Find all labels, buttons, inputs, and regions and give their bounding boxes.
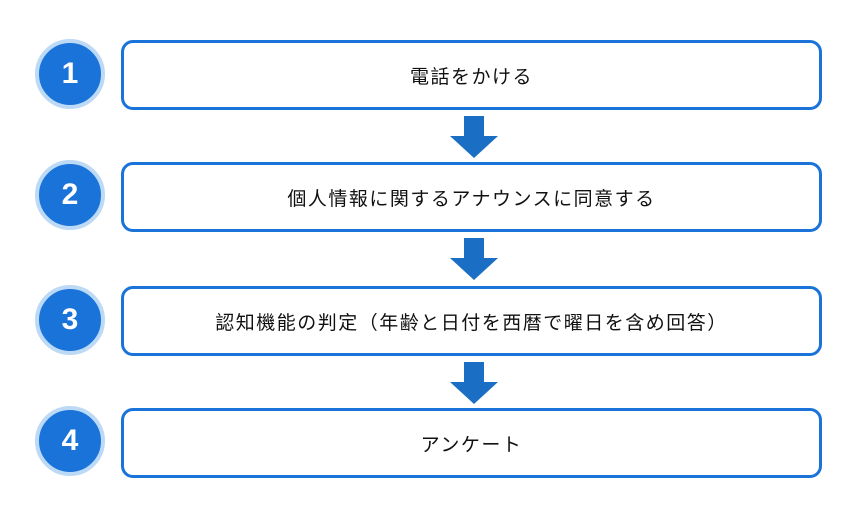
arrow-down-icon (450, 116, 498, 158)
arrow-down-icon (450, 362, 498, 404)
step-1-box: 電話をかける (121, 40, 822, 110)
step-2-label: 個人情報に関するアナウンスに同意する (287, 187, 656, 210)
step-3-box: 認知機能の判定（年齢と日付を西暦で曜日を含め回答） (121, 286, 822, 356)
step-4-number: 4 (61, 424, 79, 457)
step-4-badge: 4 (35, 406, 105, 476)
step-2-number: 2 (61, 178, 79, 211)
step-1-label: 電話をかける (409, 65, 533, 88)
arrow-down-icon (450, 238, 498, 280)
step-1-badge: 1 (35, 39, 105, 109)
step-4-label: アンケート (420, 433, 523, 456)
step-3-label: 認知機能の判定（年齢と日付を西暦で曜日を含め回答） (215, 311, 728, 334)
step-2-box: 個人情報に関するアナウンスに同意する (121, 162, 822, 232)
step-4-box: アンケート (121, 408, 822, 478)
step-2-badge: 2 (35, 160, 105, 230)
step-3-badge: 3 (35, 285, 105, 355)
step-3-number: 3 (61, 303, 79, 336)
step-1-number: 1 (61, 57, 79, 90)
